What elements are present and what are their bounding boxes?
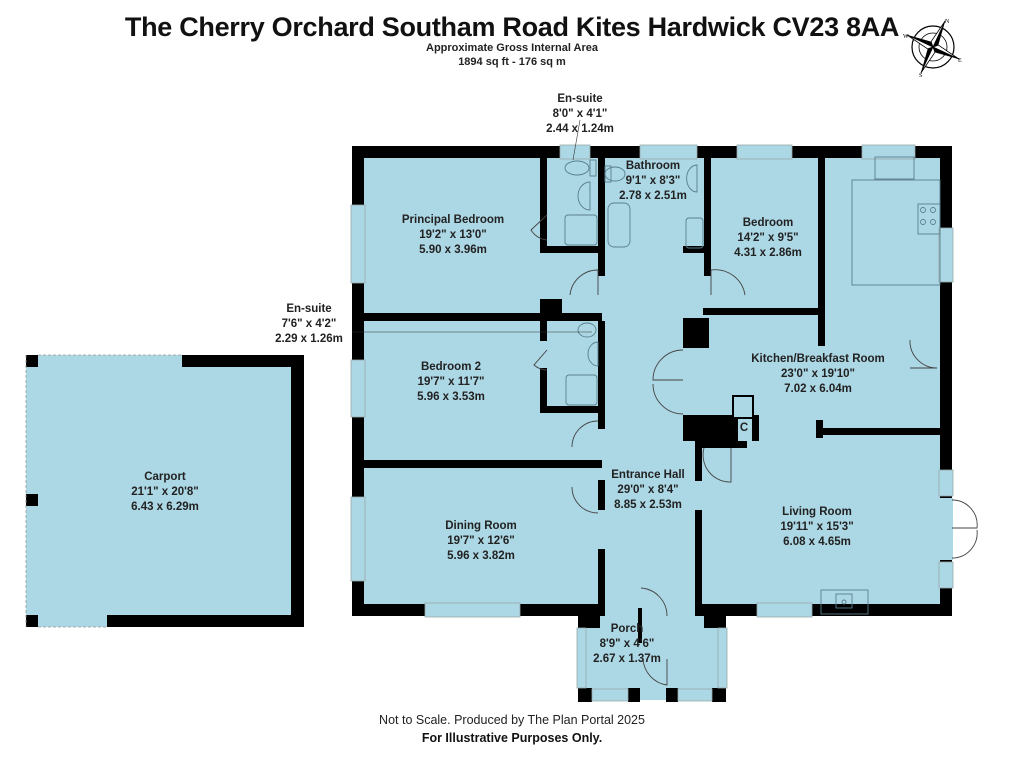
compass-n: N bbox=[945, 19, 950, 25]
area-label: Approximate Gross Internal Area bbox=[426, 42, 598, 54]
disclaimer-scale: Not to Scale. Produced by The Plan Porta… bbox=[379, 713, 645, 727]
area-value: 1894 sq ft - 176 sq m bbox=[458, 56, 566, 68]
carport bbox=[25, 354, 304, 628]
room-cupboard: C bbox=[739, 422, 749, 434]
svg-text:E: E bbox=[958, 58, 962, 64]
compass-rose-icon: N E S W bbox=[903, 19, 962, 79]
svg-text:W: W bbox=[903, 34, 909, 40]
svg-text:S: S bbox=[919, 73, 922, 79]
property-title: The Cherry Orchard Southam Road Kites Ha… bbox=[124, 12, 900, 42]
disclaimer-illustrative: For Illustrative Purposes Only. bbox=[421, 731, 603, 745]
house bbox=[350, 119, 978, 702]
